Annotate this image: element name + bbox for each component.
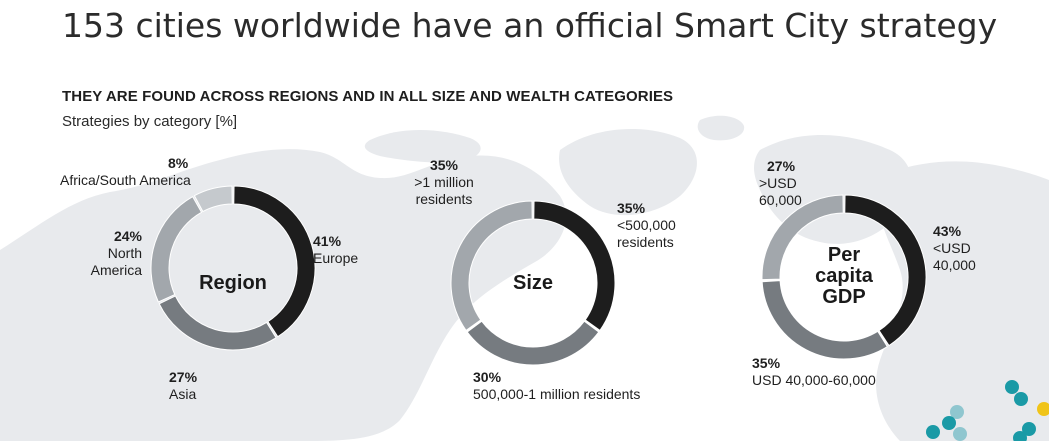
- city-dot-cluster: [926, 380, 1049, 441]
- chart-subtitle: THEY ARE FOUND ACROSS REGIONS AND IN ALL…: [62, 88, 674, 105]
- city-dot: [1022, 422, 1036, 436]
- donut-slice: [533, 200, 616, 332]
- donut-slice: [844, 194, 927, 347]
- city-dot: [953, 427, 967, 441]
- slice-label: Asia: [169, 386, 197, 402]
- slice-label: >1 million residents: [414, 174, 474, 207]
- slice-pct: 35%: [617, 200, 646, 216]
- region-donut: [150, 185, 316, 351]
- slice-label: Europe: [313, 250, 359, 266]
- city-dot: [1013, 431, 1027, 441]
- donut-slice: [233, 185, 316, 338]
- size-label-500k-1m: 30% 500,000-1 million residents: [473, 369, 640, 403]
- slice-pct: 35%: [429, 157, 459, 173]
- region-center-label: Region: [199, 272, 267, 294]
- slice-label: USD 40,000-60,000: [752, 372, 876, 388]
- slice-pct: 8%: [168, 155, 189, 171]
- map-landmass-greenland: [559, 128, 697, 216]
- unit-label: Strategies by category [%]: [62, 113, 238, 130]
- slice-label: >USD 60,000: [759, 175, 802, 208]
- gdp-label-over-60k: 27% >USD 60,000: [759, 158, 802, 209]
- region-label-north-america: 24% North America: [62, 228, 142, 279]
- size-label-over-1m: 35% >1 million residents: [394, 157, 494, 208]
- slice-label: North America: [90, 245, 142, 278]
- city-dot: [926, 425, 940, 439]
- slice-label: 500,000-1 million residents: [473, 386, 641, 402]
- region-label-africa-south-america: 8% Africa/South America: [60, 155, 220, 189]
- slice-pct: 27%: [767, 158, 796, 174]
- gdp-center-label: Per capita GDP: [815, 244, 873, 308]
- page-title: 153 cities worldwide have an official Sm…: [62, 6, 998, 45]
- city-dot: [1037, 402, 1049, 416]
- gdp-donut: [761, 194, 927, 360]
- map-landmass-arctic-islands: [364, 130, 481, 163]
- slice-pct: 27%: [169, 369, 198, 385]
- size-label-under-500k: 35% <500,000 residents: [617, 200, 676, 251]
- city-dot: [950, 405, 964, 419]
- slice-label: Africa/South America: [60, 172, 191, 188]
- slice-pct: 35%: [752, 355, 781, 371]
- map-landmass-north-america: [0, 149, 566, 441]
- size-center-label: Size: [512, 272, 554, 294]
- city-dot: [942, 416, 956, 430]
- donut-slice: [193, 185, 233, 213]
- slice-label: <USD 40,000: [933, 240, 976, 273]
- donut-slice: [761, 280, 888, 360]
- slice-pct: 41%: [313, 233, 342, 249]
- map-landmass-iceland: [697, 115, 745, 141]
- size-donut: [450, 200, 616, 366]
- region-label-europe: 41% Europe: [313, 233, 358, 267]
- slice-pct: 24%: [113, 228, 142, 244]
- city-dot: [1005, 380, 1019, 394]
- gdp-label-40k-60k: 35% USD 40,000-60,000: [752, 355, 876, 389]
- donut-slice: [150, 195, 203, 303]
- gdp-label-under-40k: 43% <USD 40,000: [933, 223, 976, 274]
- slice-label: <500,000 residents: [617, 217, 676, 250]
- donut-slice: [158, 295, 277, 351]
- donut-slice: [761, 194, 844, 281]
- donut-slice: [466, 320, 600, 366]
- slice-pct: 43%: [933, 223, 962, 239]
- slice-pct: 30%: [473, 369, 502, 385]
- city-dot: [1014, 392, 1028, 406]
- map-landmass-eurasia: [876, 161, 1049, 441]
- donut-slice: [450, 200, 533, 332]
- region-label-asia: 27% Asia: [169, 369, 197, 403]
